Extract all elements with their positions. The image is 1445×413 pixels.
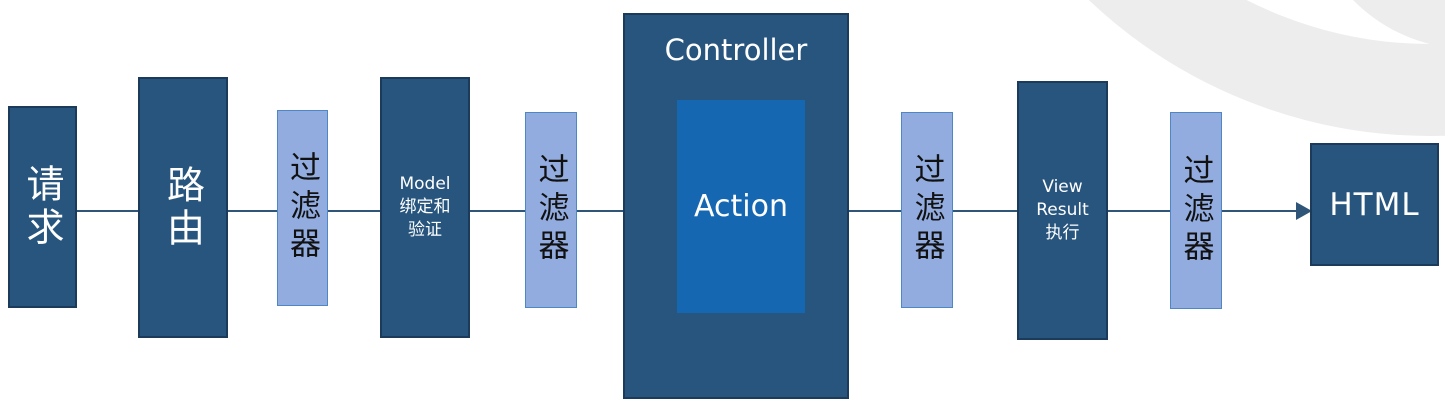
- node-html: HTML: [1310, 143, 1439, 266]
- node-model-binding: Model 绑定和 验证: [380, 77, 470, 338]
- node-html-label: HTML: [1329, 186, 1420, 223]
- node-filter-2: 过滤器: [525, 112, 577, 308]
- node-filter-1-label: 过滤器: [284, 151, 320, 265]
- node-filter-4: 过滤器: [1170, 112, 1222, 309]
- node-routing: 路由: [138, 77, 228, 338]
- arrow-right-icon: [1296, 202, 1312, 220]
- node-filter-1: 过滤器: [277, 110, 328, 306]
- node-action: Action: [677, 100, 805, 313]
- node-filter-4-label: 过滤器: [1177, 153, 1214, 268]
- node-action-label: Action: [694, 189, 788, 224]
- node-controller-label: Controller: [664, 33, 808, 67]
- node-routing-label: 路由: [160, 164, 205, 251]
- node-filter-3: 过滤器: [901, 112, 953, 308]
- node-filter-3-label: 过滤器: [908, 153, 945, 267]
- node-request-label: 请求: [20, 164, 64, 250]
- node-view-result: View Result 执行: [1017, 81, 1108, 340]
- node-request: 请求: [8, 106, 77, 308]
- node-filter-2-label: 过滤器: [532, 153, 569, 267]
- node-view-result-label: View Result 执行: [1036, 177, 1089, 243]
- node-model-binding-label: Model 绑定和 验证: [399, 174, 451, 240]
